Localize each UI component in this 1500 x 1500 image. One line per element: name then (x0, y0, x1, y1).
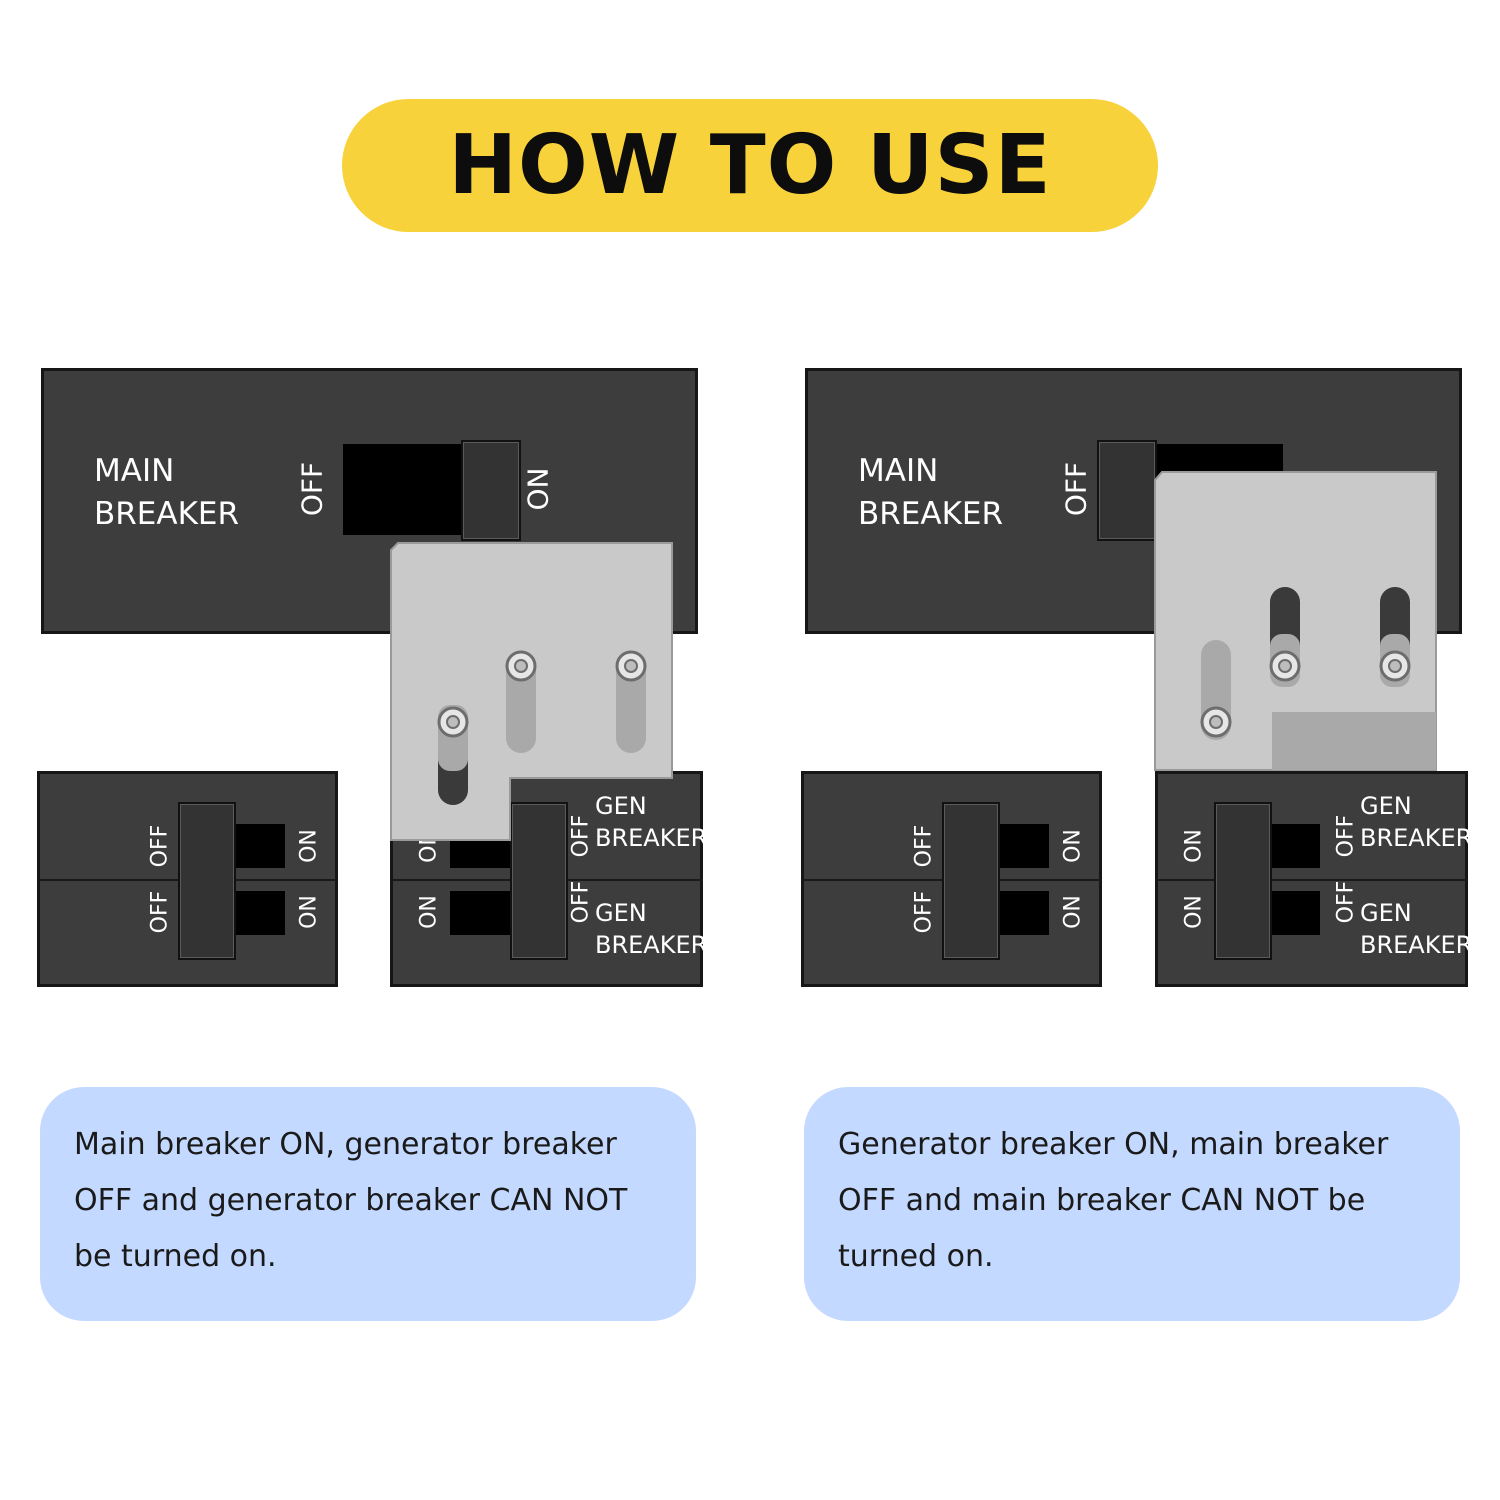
main-breaker-label: MAIN BREAKER (858, 453, 1004, 532)
how-to-use-banner: HOW TO USE (342, 99, 1158, 232)
left-off-label-top: OFF (911, 824, 937, 868)
left-double-breaker: OFF OFF ON ON (37, 771, 338, 987)
gen-double-breaker: ON ON OFF OFF GEN BREAKER GEN BREAKER (1155, 771, 1472, 987)
left-off-label-bottom: OFF (911, 890, 937, 934)
screw-icon (1269, 650, 1301, 682)
left-off-label-top: OFF (147, 824, 173, 868)
gen-breaker-handle[interactable] (510, 802, 568, 960)
gen-on-label-top: ON (1181, 829, 1207, 863)
main-on-label: ON (521, 467, 555, 511)
gen-breaker-handle[interactable] (1214, 802, 1272, 960)
gen-off-label-top: OFF (568, 814, 594, 858)
left-on-label-top: ON (296, 829, 322, 863)
caption-gen-on: Generator breaker ON, main breaker OFF a… (804, 1087, 1460, 1321)
gen-on-label-bottom: ON (1181, 895, 1207, 929)
screw-icon (1200, 706, 1232, 738)
plate-slot-middle (506, 651, 536, 753)
gen-double-breaker: ON ON OFF OFF GEN BREAKER GEN BREAKER (390, 771, 707, 987)
main-breaker-panel: MAIN BREAKER OFF (805, 368, 1462, 634)
gen-off-label-bottom: OFF (1333, 880, 1359, 924)
plate-slot-left (1201, 640, 1231, 740)
main-breaker-toggle[interactable] (461, 440, 521, 541)
main-breaker-slot (343, 444, 476, 535)
plate-slot-right (616, 651, 646, 753)
page-title: HOW TO USE (448, 118, 1052, 213)
screw-icon (437, 706, 469, 738)
gen-on-label-bottom: ON (416, 895, 442, 929)
left-on-label-bottom: ON (296, 895, 322, 929)
gen-off-label-bottom: OFF (568, 880, 594, 924)
screw-icon (615, 650, 647, 682)
screw-icon (505, 650, 537, 682)
left-breaker-handle[interactable] (942, 802, 1000, 960)
gen-breaker-label-bottom: GEN BREAKER (1360, 899, 1473, 959)
gen-breaker-label-top: GEN BREAKER (1360, 792, 1473, 852)
gen-off-label-top: OFF (1333, 814, 1359, 858)
main-breaker-toggle[interactable] (1097, 440, 1157, 541)
main-breaker-label: MAIN BREAKER (94, 453, 240, 532)
main-off-label: OFF (1059, 461, 1093, 517)
screw-icon (1379, 650, 1411, 682)
left-on-label-bottom: ON (1060, 895, 1086, 929)
gen-breaker-label-top: GEN BREAKER (595, 792, 708, 852)
caption-main-on: Main breaker ON, generator breaker OFF a… (40, 1087, 696, 1321)
left-double-breaker: OFF OFF ON ON (801, 771, 1102, 987)
gen-breaker-label-bottom: GEN BREAKER (595, 899, 708, 959)
left-off-label-bottom: OFF (147, 890, 173, 934)
main-breaker-panel: MAIN BREAKER OFF ON (41, 368, 698, 634)
main-breaker-slot (1150, 444, 1283, 535)
left-breaker-handle[interactable] (178, 802, 236, 960)
left-on-label-top: ON (1060, 829, 1086, 863)
gen-on-label-top: ON (416, 829, 442, 863)
main-off-label: OFF (295, 461, 329, 517)
